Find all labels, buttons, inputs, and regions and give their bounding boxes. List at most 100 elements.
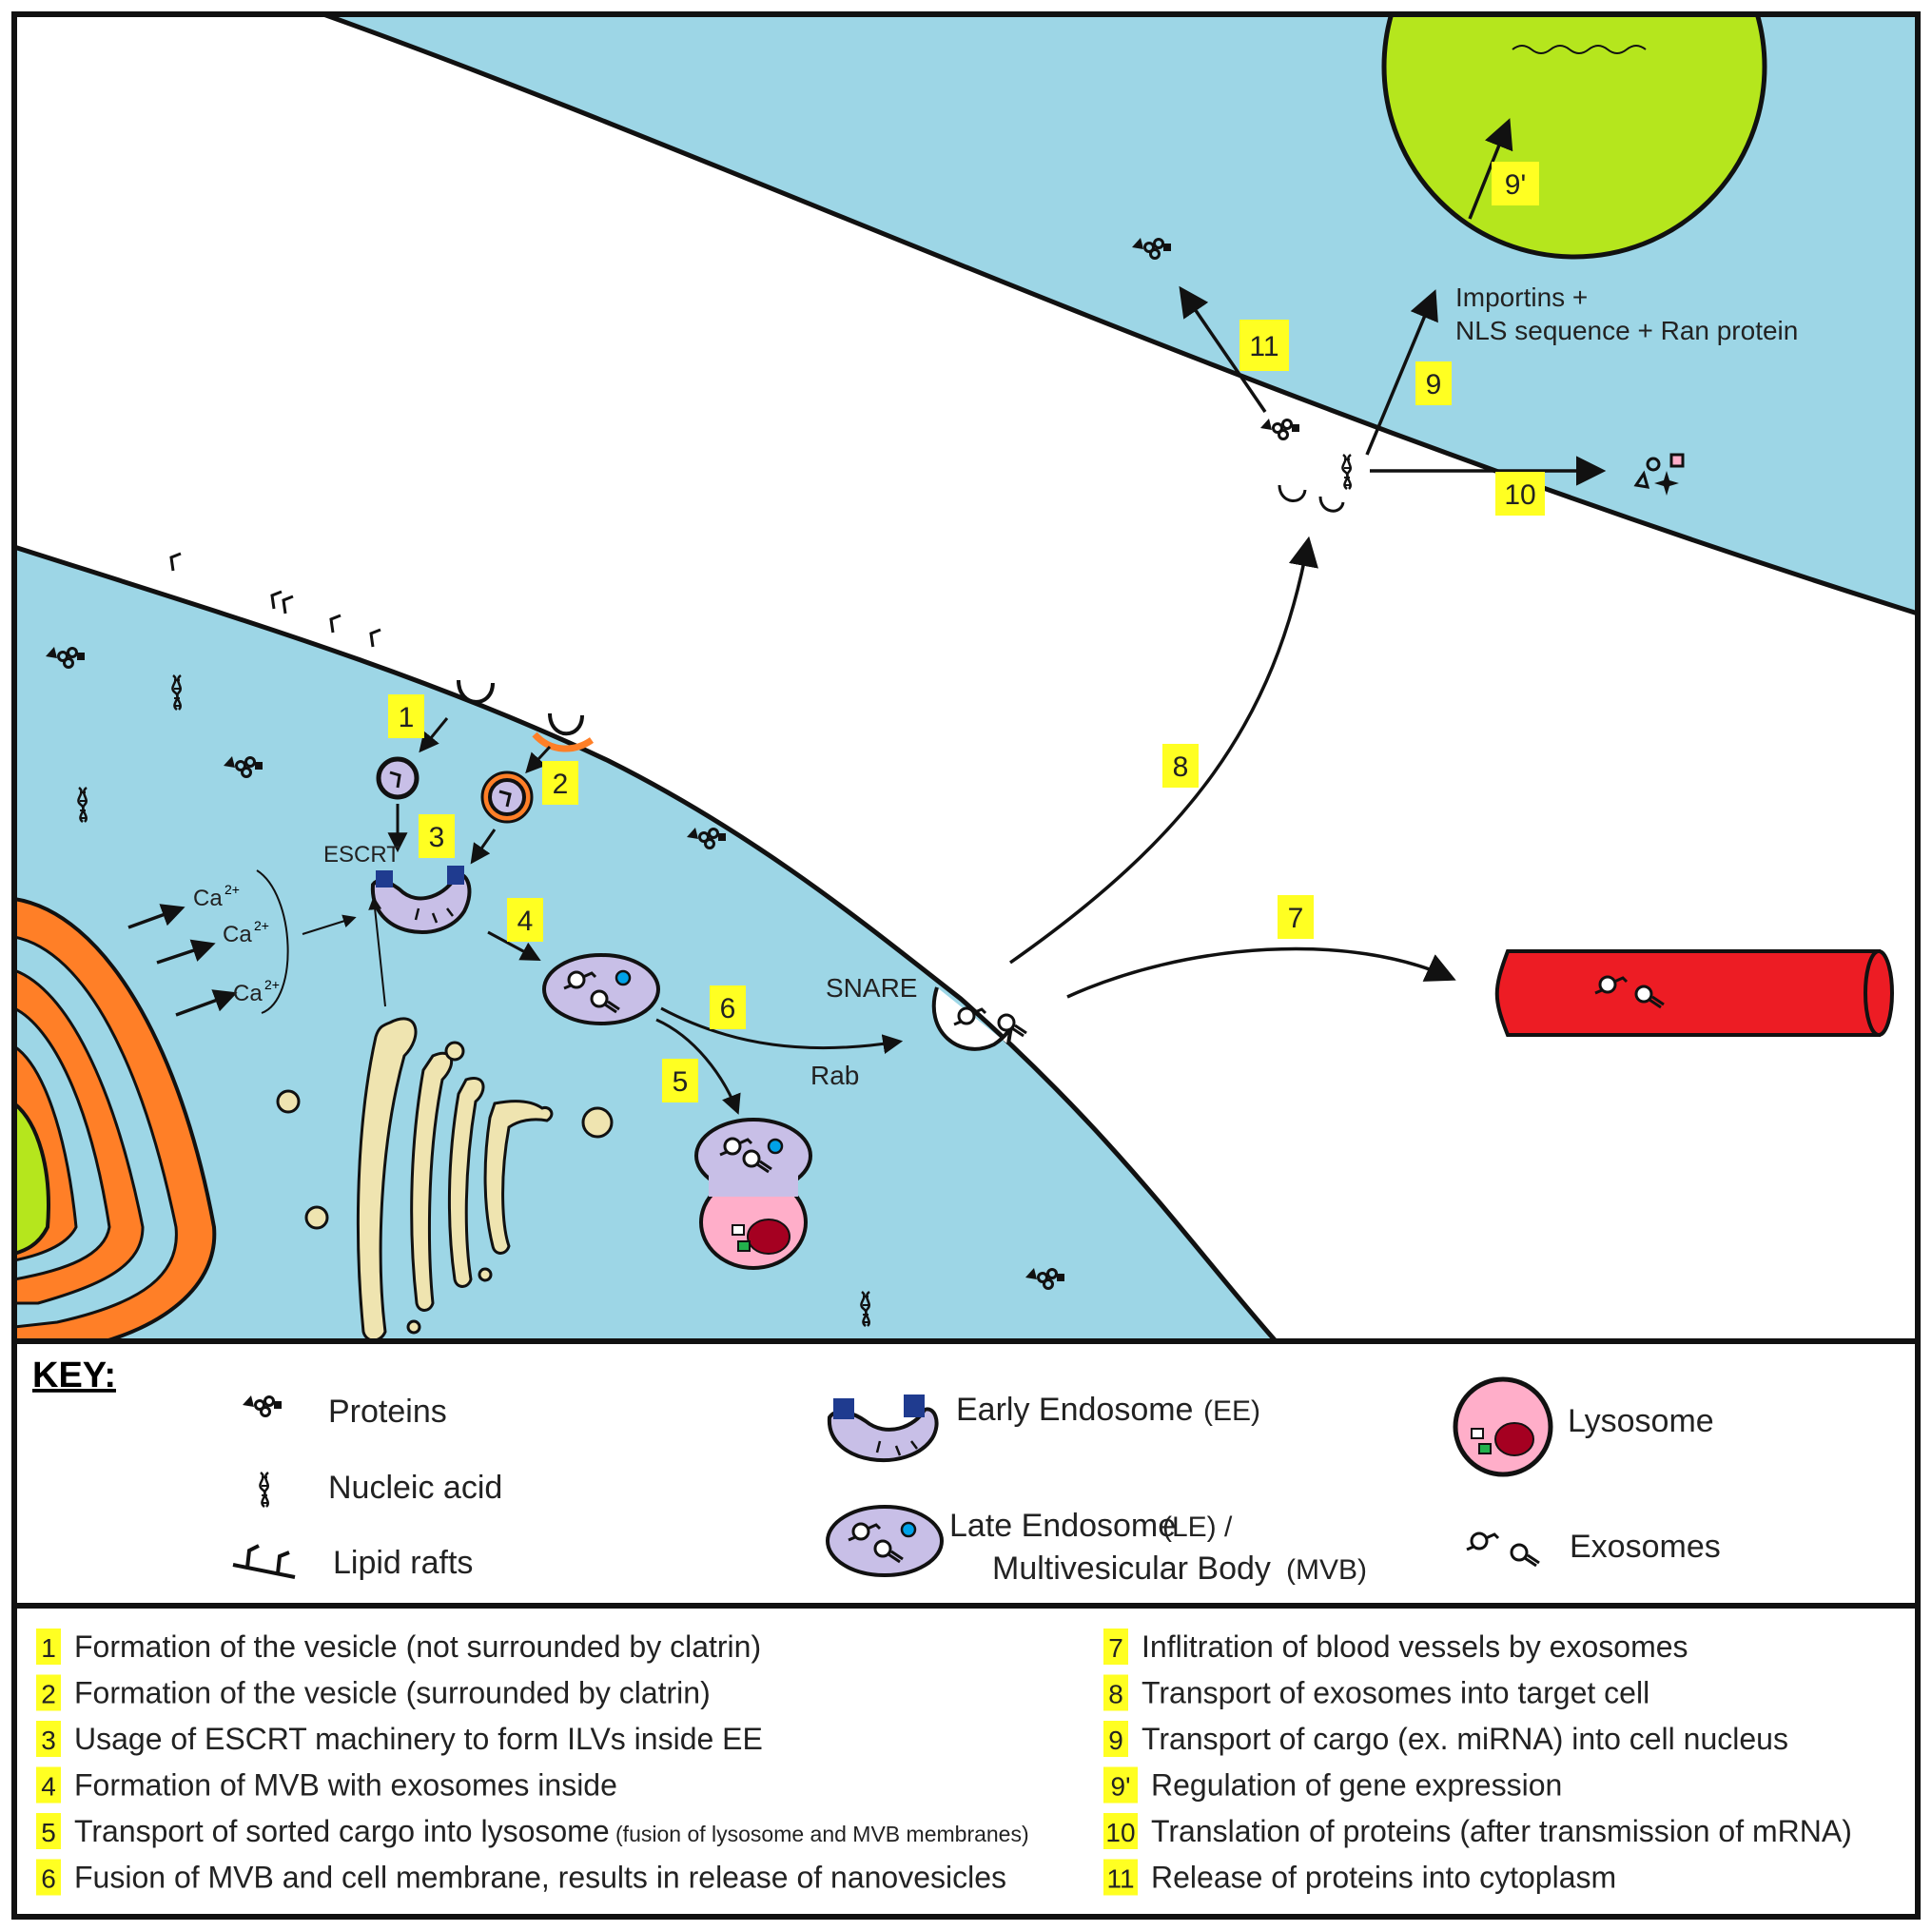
key-early-endosome-label: Early Endosome xyxy=(956,1392,1193,1428)
legend-text: Formation of the vesicle (surrounded by … xyxy=(74,1676,711,1710)
step-badge-4: 4 xyxy=(507,898,543,942)
key-lipid-rafts-icon xyxy=(232,1544,296,1579)
legend-number: 9' xyxy=(1111,1772,1131,1802)
legend-badge xyxy=(1103,1629,1128,1665)
blood-vessel xyxy=(1494,949,1894,1037)
snare-label: SNARE xyxy=(826,973,917,1003)
key-le-abbr: (LE) / xyxy=(1162,1512,1233,1543)
legend-text: Inflitration of blood vessels by exosome… xyxy=(1142,1629,1688,1664)
svg-text:Ca: Ca xyxy=(223,922,252,947)
legend-number: 10 xyxy=(1105,1818,1135,1847)
legend-number: 8 xyxy=(1108,1680,1123,1709)
key-ee-abbr: (EE) xyxy=(1203,1395,1260,1427)
rab-label: Rab xyxy=(810,1061,859,1090)
mvb-lysosome-fusion xyxy=(694,1118,812,1270)
target-dna-strand xyxy=(1512,45,1647,54)
legend-item: 10 Translation of proteins (after transmi… xyxy=(1103,1813,1852,1849)
step-badge-8: 8 xyxy=(1162,744,1199,788)
legend-text: Release of proteins into cytoplasm xyxy=(1151,1861,1616,1895)
key-early-endosome-icon xyxy=(827,1395,939,1463)
step-badge-7: 7 xyxy=(1278,895,1314,939)
legend-item: 6 Fusion of MVB and cell membrane, result… xyxy=(36,1859,1006,1896)
pathway-arrows xyxy=(127,118,1607,1115)
legend-text: Transport of exosomes into target cell xyxy=(1142,1676,1649,1710)
svg-text:1: 1 xyxy=(399,702,415,733)
legend-item: 11 Release of proteins into cytoplasm xyxy=(1103,1859,1616,1896)
legend-badge xyxy=(36,1813,61,1849)
receptor-pit xyxy=(1318,496,1345,513)
svg-text:2: 2 xyxy=(553,769,569,800)
key-nucleic-acid-label: Nucleic acid xyxy=(328,1470,502,1506)
legend-item: 3 Usage of ESCRT machinery to form ILVs i… xyxy=(36,1721,763,1757)
late-endosome-mvb xyxy=(542,953,660,1025)
vesicle-unclathrin xyxy=(376,756,420,800)
legend-item: 9'Regulation of gene expression xyxy=(1103,1766,1562,1804)
legend-item: 8 Transport of exosomes into target cell xyxy=(1103,1674,1649,1711)
legend-text: Transport of cargo (ex. miRNA) into cell… xyxy=(1142,1722,1788,1756)
budding-pit-2 xyxy=(548,712,584,736)
svg-text:2+: 2+ xyxy=(254,918,269,933)
early-endosome xyxy=(370,866,472,934)
legend-badge xyxy=(1103,1674,1128,1711)
svg-text:8: 8 xyxy=(1173,751,1189,783)
key-proteins-label: Proteins xyxy=(328,1394,447,1430)
svg-text:6: 6 xyxy=(720,993,736,1024)
legend-number: 9 xyxy=(1108,1726,1123,1755)
cell-scene: ESCRT Ca2+ Ca2+ Ca2+ SNARE Rab Importins… xyxy=(14,14,1918,1341)
legend-note: (fusion of lysosome and MVB membranes) xyxy=(610,1822,1029,1846)
svg-text:Ca: Ca xyxy=(193,886,223,911)
legend-number: 3 xyxy=(41,1726,56,1755)
legend-badge xyxy=(1103,1721,1128,1757)
legend-badge xyxy=(1103,1859,1138,1896)
key-mvb-abbr: (MVB) xyxy=(1286,1554,1367,1586)
legend-number: 6 xyxy=(41,1864,56,1894)
legend-text: Translation of proteins (after transmiss… xyxy=(1151,1814,1852,1848)
legend-number: 4 xyxy=(41,1772,56,1802)
translated-proteins-icon xyxy=(1633,453,1685,496)
budding-pit-1 xyxy=(457,679,495,704)
clathrin-coat-pit xyxy=(532,731,595,752)
step-badge-10: 10 xyxy=(1495,472,1545,516)
receptor-pit xyxy=(1278,484,1307,502)
svg-text:5: 5 xyxy=(673,1066,689,1098)
legend-number: 1 xyxy=(41,1633,56,1663)
svg-text:2+: 2+ xyxy=(224,882,240,897)
legend-item: 9 Transport of cargo (ex. miRNA) into cel… xyxy=(1103,1721,1788,1757)
legend-item: 7 Inflitration of blood vessels by exosom… xyxy=(1103,1629,1688,1665)
legend-badge xyxy=(36,1629,61,1665)
step-badge-5: 5 xyxy=(662,1059,698,1102)
golgi-apparatus xyxy=(276,1017,614,1341)
legend-number: 11 xyxy=(1106,1864,1134,1894)
svg-text:Ca: Ca xyxy=(233,981,263,1006)
vesicle-clathrin xyxy=(480,770,534,824)
donor-nucleus xyxy=(14,1101,50,1257)
legend-text: Formation of the vesicle (not surrounded… xyxy=(74,1629,761,1664)
key-lysosome-icon xyxy=(1453,1376,1553,1477)
svg-text:9': 9' xyxy=(1505,169,1526,201)
legend-text: Fusion of MVB and cell membrane, results… xyxy=(74,1861,1006,1895)
legend-number: 7 xyxy=(1108,1633,1123,1663)
key-late-endosome-icon xyxy=(826,1505,944,1577)
legend-badge xyxy=(1103,1766,1138,1804)
svg-text:7: 7 xyxy=(1288,903,1304,934)
svg-text:9: 9 xyxy=(1426,369,1442,400)
step-badge-1: 1 xyxy=(388,694,424,738)
key-late-endosome-label: Late Endosome xyxy=(949,1508,1176,1544)
key-mvb-label: Multivesicular Body xyxy=(992,1551,1271,1587)
key-panel: KEY: Proteins Nucleic acid Lipid rafts E… xyxy=(11,1338,1921,1609)
donor-cell-cytoplasm xyxy=(14,544,1279,1341)
legend-badge xyxy=(36,1859,61,1896)
importins-label-line1: Importins + xyxy=(1455,283,1588,312)
step-badge-2: 2 xyxy=(542,761,578,805)
key-title: KEY: xyxy=(32,1356,116,1395)
legend-text: Usage of ESCRT machinery to form ILVs in… xyxy=(74,1722,763,1756)
importins-label-line2: NLS sequence + Ran protein xyxy=(1455,316,1798,345)
key-exosomes-label: Exosomes xyxy=(1570,1529,1721,1565)
step-badge-3: 3 xyxy=(419,814,455,858)
key-lipid-rafts-label: Lipid rafts xyxy=(333,1545,473,1581)
